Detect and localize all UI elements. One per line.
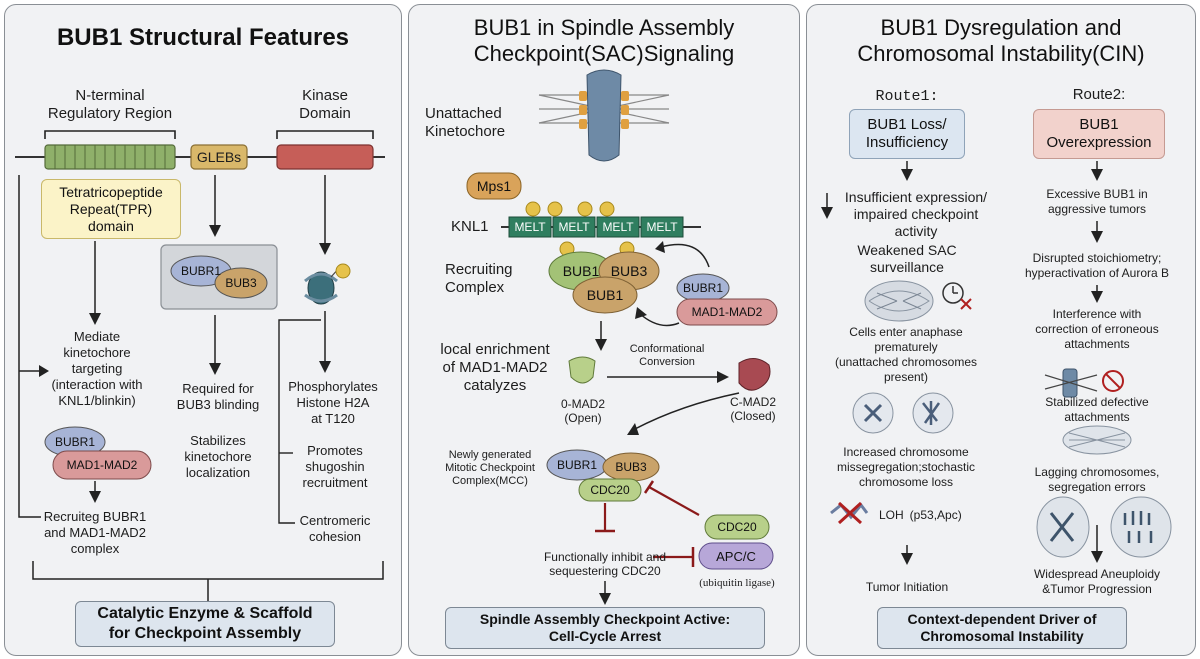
melt-box-4 xyxy=(640,216,684,238)
weakened-sac-text: Weakened SAC surveillance xyxy=(857,242,957,275)
spindle-timer-icon xyxy=(864,280,972,322)
bub3-label-mcc: BUB3 xyxy=(615,459,647,474)
closed-mad2-icon xyxy=(738,358,771,391)
bubr1-label-glebs: BUBR1 xyxy=(180,263,221,278)
anaphase-text: Cells enter anaphase prematurely (unatta… xyxy=(834,325,978,384)
mps1-shape xyxy=(466,172,522,200)
melt-label-1: MELT xyxy=(514,219,546,234)
panel3-footer: Context-dependent Driver of Chromosomal … xyxy=(877,607,1127,649)
panel2-footer: Spindle Assembly Checkpoint Active: Cell… xyxy=(445,607,765,649)
tumor-initiation-text: Tumor Initiation xyxy=(865,580,949,594)
route2-label: Route2: xyxy=(1072,86,1126,103)
knl1-label: KNL1 xyxy=(451,218,489,235)
panel2-graphics xyxy=(466,69,778,605)
ubiquitin-ligase-label: (ubiquitin ligase) xyxy=(699,577,775,589)
apcc-shape xyxy=(698,542,774,570)
panel-sac-signaling: BUB1 in Spindle Assembly Checkpoint(SAC)… xyxy=(408,4,800,656)
melt-label-3: MELT xyxy=(602,219,634,234)
recruit-bubr1-text: Recruiteg BUBR1 and MAD1-MAD2 complex xyxy=(43,509,147,556)
mps1-label: Mps1 xyxy=(476,177,512,194)
shugoshin-text: Promotes shugoshin recruitment xyxy=(302,443,368,490)
lagging-spindle-icon xyxy=(1062,425,1132,455)
missegregation-cells-icon xyxy=(852,392,954,434)
mad1-mad2-shape-tpr xyxy=(52,450,152,480)
centromeric-cohesion-text: Centromeric cohesion xyxy=(299,513,371,544)
defective-attachment-icon xyxy=(1044,368,1124,398)
bub1-label-bottom: BUB1 xyxy=(586,286,624,303)
panel1-footer: Catalytic Enzyme & Scaffold for Checkpoi… xyxy=(75,601,335,647)
glebs-label: GLEBs xyxy=(196,149,242,165)
tpr-domain-box: Tetratricopeptide Repeat(TPR) domain xyxy=(41,179,181,239)
widespread-aneuploidy-text: Widespread Aneuploidy &Tumor Progression xyxy=(1033,567,1161,596)
loh-icon xyxy=(830,501,869,525)
panel1-graphics xyxy=(15,130,385,603)
cdc20-shape-apc xyxy=(704,514,770,540)
melt-label-2: MELT xyxy=(558,219,590,234)
cdc20-label-mcc: CDC20 xyxy=(590,482,630,497)
insufficient-expression-text: Insufficient expression/ impaired checkp… xyxy=(844,189,988,239)
bub1-loss-box: BUB1 Loss/ Insufficiency xyxy=(849,109,965,159)
panel-dysregulation-cin: BUB1 Dysregulation and Chromosomal Insta… xyxy=(806,4,1196,656)
excessive-bub1-text: Excessive BUB1 in aggressive tumors xyxy=(1046,187,1148,216)
kinase-domain-bar xyxy=(276,144,374,170)
lagging-chromosomes-text: Lagging chromosomes, segregation errors xyxy=(1034,465,1160,494)
open-mad2-icon xyxy=(568,356,596,384)
bub1-overexpression-box: BUB1 Overexpression xyxy=(1033,109,1165,159)
functionally-inhibit-text: Functionally inhibit and sequestering CD… xyxy=(543,550,667,578)
bub3-shape-glebs xyxy=(214,267,268,299)
phosphorylates-h2a-text: Phosphorylates Histone H2A at T120 xyxy=(288,379,378,426)
aneuploidy-cells-icon xyxy=(1036,496,1172,558)
bubr1-label-sac: BUBR1 xyxy=(682,280,723,295)
mad1-mad2-label-sac: MAD1-MAD2 xyxy=(691,304,763,319)
bub1-shape-bottom xyxy=(572,276,638,314)
melt-box-2 xyxy=(552,216,596,238)
bubr1-label-mcc: BUBR1 xyxy=(556,457,597,472)
mad1-mad2-label-tpr: MAD1-MAD2 xyxy=(66,457,138,472)
loh-text: LOH (p53,Apc) xyxy=(879,508,962,522)
cdc20-shape-mcc xyxy=(578,478,642,502)
local-enrichment-text: local enrichment of MAD1-MAD2 catalyzes xyxy=(440,341,550,394)
tpr-domain-repeats xyxy=(44,144,176,170)
missegregation-text: Increased chromosome missegregation;stoc… xyxy=(836,445,976,489)
glebs-domain xyxy=(190,144,248,170)
panel-structural-features: BUB1 Structural Features xyxy=(4,4,402,656)
panel3-title: BUB1 Dysregulation and Chromosomal Insta… xyxy=(857,15,1145,66)
stabilizes-kinetochore-text: Stabilizes kinetochore localization xyxy=(184,433,252,480)
mediate-targeting-text: Mediate kinetochore targeting (interacti… xyxy=(51,329,143,408)
cdc20-label-apc: CDC20 xyxy=(717,519,757,534)
required-bub3-text: Required for BUB3 blinding xyxy=(176,381,260,412)
kinase-domain-label: Kinase Domain xyxy=(299,87,351,122)
panel2-title: BUB1 in Spindle Assembly Checkpoint(SAC)… xyxy=(473,15,735,66)
stabilized-defective-text: Stabilized defective attachments xyxy=(1045,395,1149,424)
n-terminal-label: N-terminal Regulatory Region xyxy=(47,87,173,122)
kinetochore-icon xyxy=(538,69,670,162)
melt-box-1 xyxy=(508,216,552,238)
mcc-label: Newly generated Mitotic Checkpoint Compl… xyxy=(445,449,535,487)
apcc-label: APC/C xyxy=(716,548,756,564)
recruiting-complex-label: Recruiting Complex xyxy=(445,261,513,296)
mad1-mad2-shape-sac xyxy=(676,298,778,326)
panel1-title: BUB1 Structural Features xyxy=(56,24,350,51)
melt-label-4: MELT xyxy=(646,219,678,234)
nucleosome-icon xyxy=(304,263,351,305)
bub1-label-top: BUB1 xyxy=(562,262,600,279)
bub3-label-complex: BUB3 xyxy=(610,262,648,279)
conformational-conversion-label: Conformational Conversion xyxy=(629,343,705,368)
route1-label: Route1: xyxy=(875,88,939,105)
interference-correction-text: Interference with correction of erroneou… xyxy=(1035,307,1159,351)
closed-mad2-label: C-MAD2 (Closed) xyxy=(729,395,776,423)
panel3-graphics xyxy=(821,161,1172,565)
open-mad2-label: 0-MAD2 (Open) xyxy=(560,397,605,425)
bub3-label-glebs: BUB3 xyxy=(225,275,257,290)
unattached-kinetochore-label: Unattached Kinetochore xyxy=(425,105,506,140)
bubr1-label-tpr: BUBR1 xyxy=(54,434,95,449)
disrupted-stoichiometry-text: Disrupted stoichiometry; hyperactivation… xyxy=(1024,251,1170,280)
melt-box-3 xyxy=(596,216,640,238)
